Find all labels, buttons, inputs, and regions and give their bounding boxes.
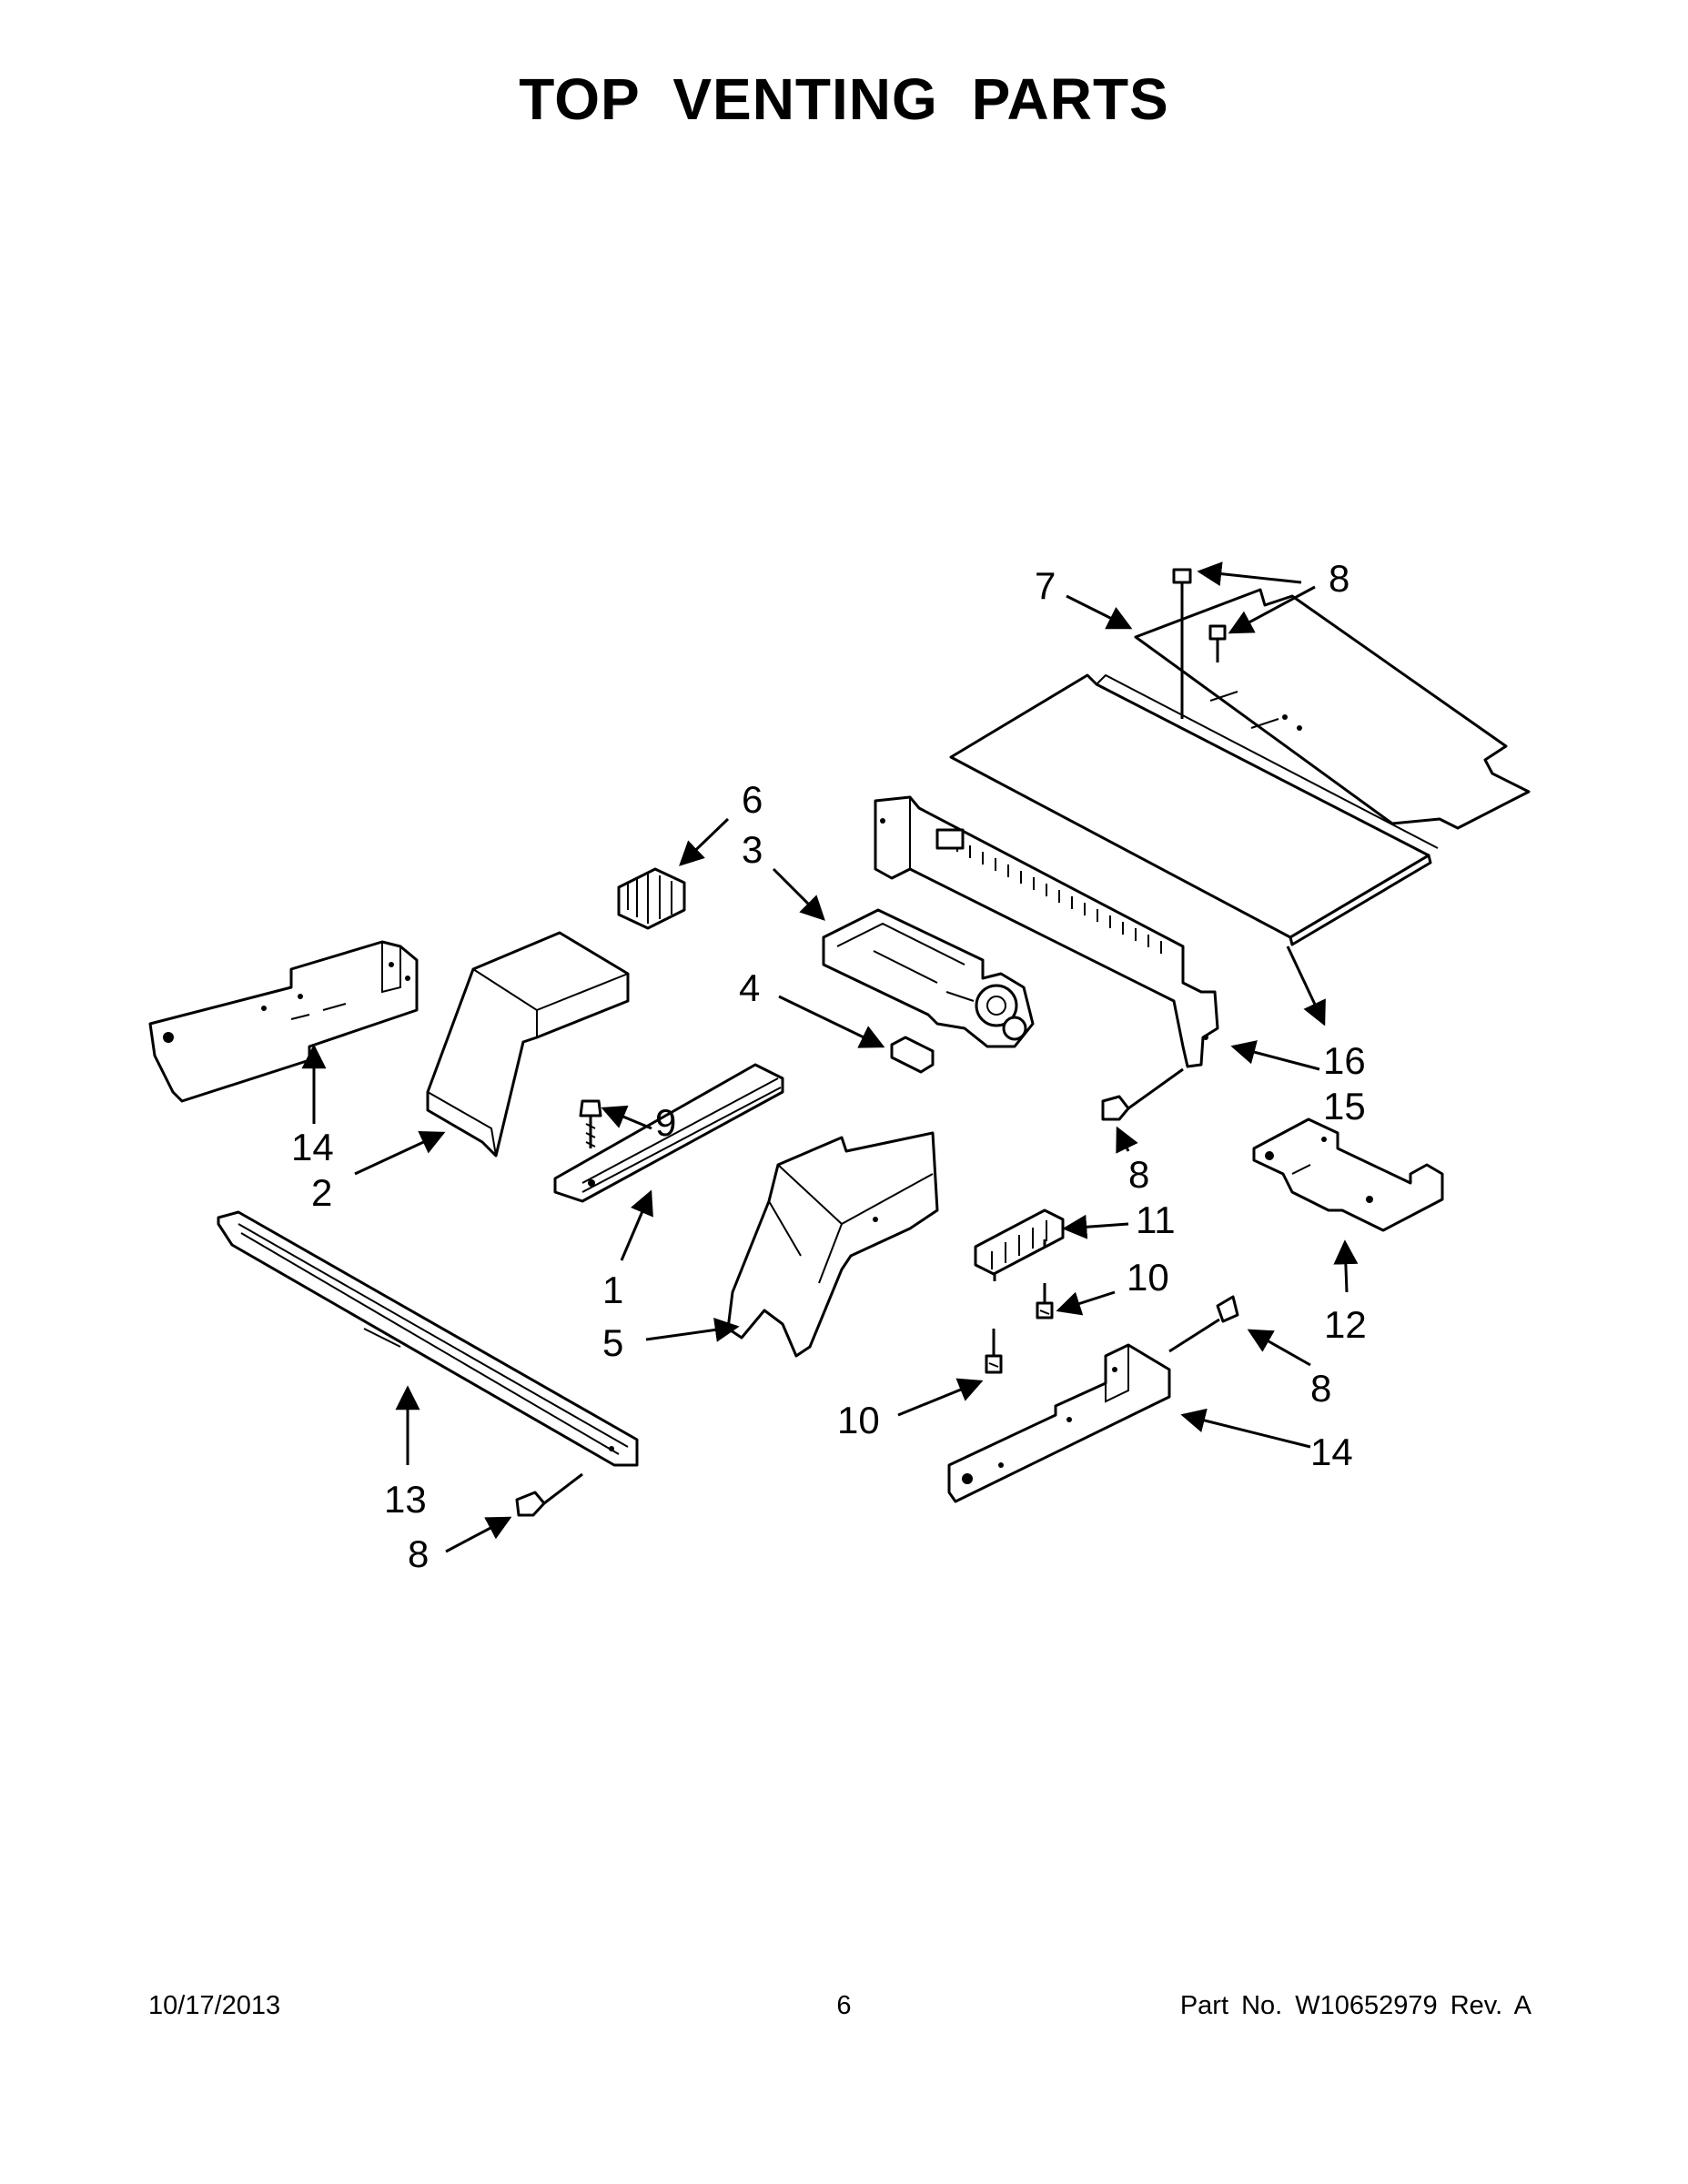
vent-slots [935, 828, 1162, 954]
callout-16: 16 [1323, 1039, 1366, 1082]
callout-8-mid: 8 [1128, 1153, 1149, 1196]
callout-1: 1 [602, 1269, 623, 1311]
callout-3: 3 [742, 828, 763, 871]
arrow-2 [354, 1130, 446, 1176]
callout-6: 6 [742, 778, 763, 821]
part-14-right-bracket [947, 1343, 1171, 1503]
footer-date: 10/17/2013 [148, 1991, 281, 2020]
part-4-fuse [890, 1036, 935, 1074]
screw-8-left [515, 1472, 583, 1517]
part-11-terminal-block [974, 1208, 1065, 1281]
callout-9: 9 [655, 1101, 676, 1144]
arrow-12 [1333, 1239, 1359, 1293]
part-2-duct [426, 931, 630, 1158]
arrow-8-mid [1116, 1126, 1138, 1154]
callout-8-right: 8 [1310, 1367, 1331, 1410]
screw-8-right [1168, 1295, 1239, 1353]
callout-14-left: 14 [291, 1126, 334, 1168]
callout-4: 4 [739, 966, 760, 1009]
callout-13: 13 [384, 1478, 427, 1521]
callout-12: 12 [1324, 1303, 1367, 1346]
arrow-9 [601, 1105, 652, 1130]
arrow-16 [1286, 945, 1326, 1026]
callout-14-right: 14 [1310, 1431, 1353, 1473]
arrow-14-right [1180, 1408, 1311, 1449]
callout-8-left: 8 [408, 1532, 429, 1575]
part-5-air-duct [726, 1131, 939, 1358]
leader-arrows [301, 561, 1359, 1553]
page-title: TOP VENTING PARTS [519, 66, 1169, 132]
arrow-1 [620, 1189, 653, 1261]
part-15-vent-bracket [874, 795, 1219, 1068]
callout-labels: 7 8 6 3 4 16 15 8 14 2 9 1 5 11 10 12 8 … [291, 557, 1367, 1575]
part-7-vent-cover [1134, 588, 1531, 830]
arrow-3 [772, 867, 825, 921]
arrow-8-top-a [1197, 561, 1302, 587]
screw-8-mid [1101, 1067, 1184, 1121]
arrow-8-left [445, 1516, 512, 1553]
arrow-11 [1062, 1214, 1129, 1239]
footer-part-number: Part No. W10652979 Rev. A [1179, 1991, 1531, 2020]
arrow-10-upper [1056, 1290, 1116, 1316]
screw-8-top-b [1208, 624, 1227, 662]
callout-10-lower: 10 [837, 1399, 880, 1441]
arrow-8-right [1247, 1329, 1311, 1367]
callout-11: 11 [1136, 1198, 1176, 1241]
part-10-screw-upper [1036, 1283, 1054, 1320]
arrow-10-lower [897, 1378, 984, 1417]
callout-7: 7 [1035, 564, 1056, 607]
part-9-screw [579, 1099, 602, 1148]
part-6-relay [617, 867, 686, 930]
callout-8-top: 8 [1329, 557, 1349, 600]
part-3-blower-motor [822, 908, 1035, 1048]
arrow-15 [1230, 1040, 1320, 1071]
arrow-6 [679, 817, 730, 866]
arrow-5 [645, 1317, 740, 1342]
part-10-screw-lower [985, 1329, 1003, 1374]
callout-5: 5 [602, 1321, 623, 1364]
part-13-long-rail [217, 1210, 639, 1467]
part-16-vent-panel [949, 673, 1439, 946]
part-1-rail [553, 1063, 784, 1203]
part-12-bracket-plate [1252, 1117, 1444, 1232]
screw-8-top-a [1172, 568, 1192, 719]
part-14-left-bracket [148, 940, 419, 1103]
callout-2: 2 [311, 1171, 332, 1214]
arrow-4 [778, 995, 885, 1048]
callout-10-upper: 10 [1127, 1256, 1169, 1299]
arrow-7 [1066, 594, 1133, 630]
arrow-8-top-b [1228, 585, 1316, 634]
callout-15: 15 [1323, 1085, 1366, 1127]
footer-page-number: 6 [836, 1991, 852, 2020]
